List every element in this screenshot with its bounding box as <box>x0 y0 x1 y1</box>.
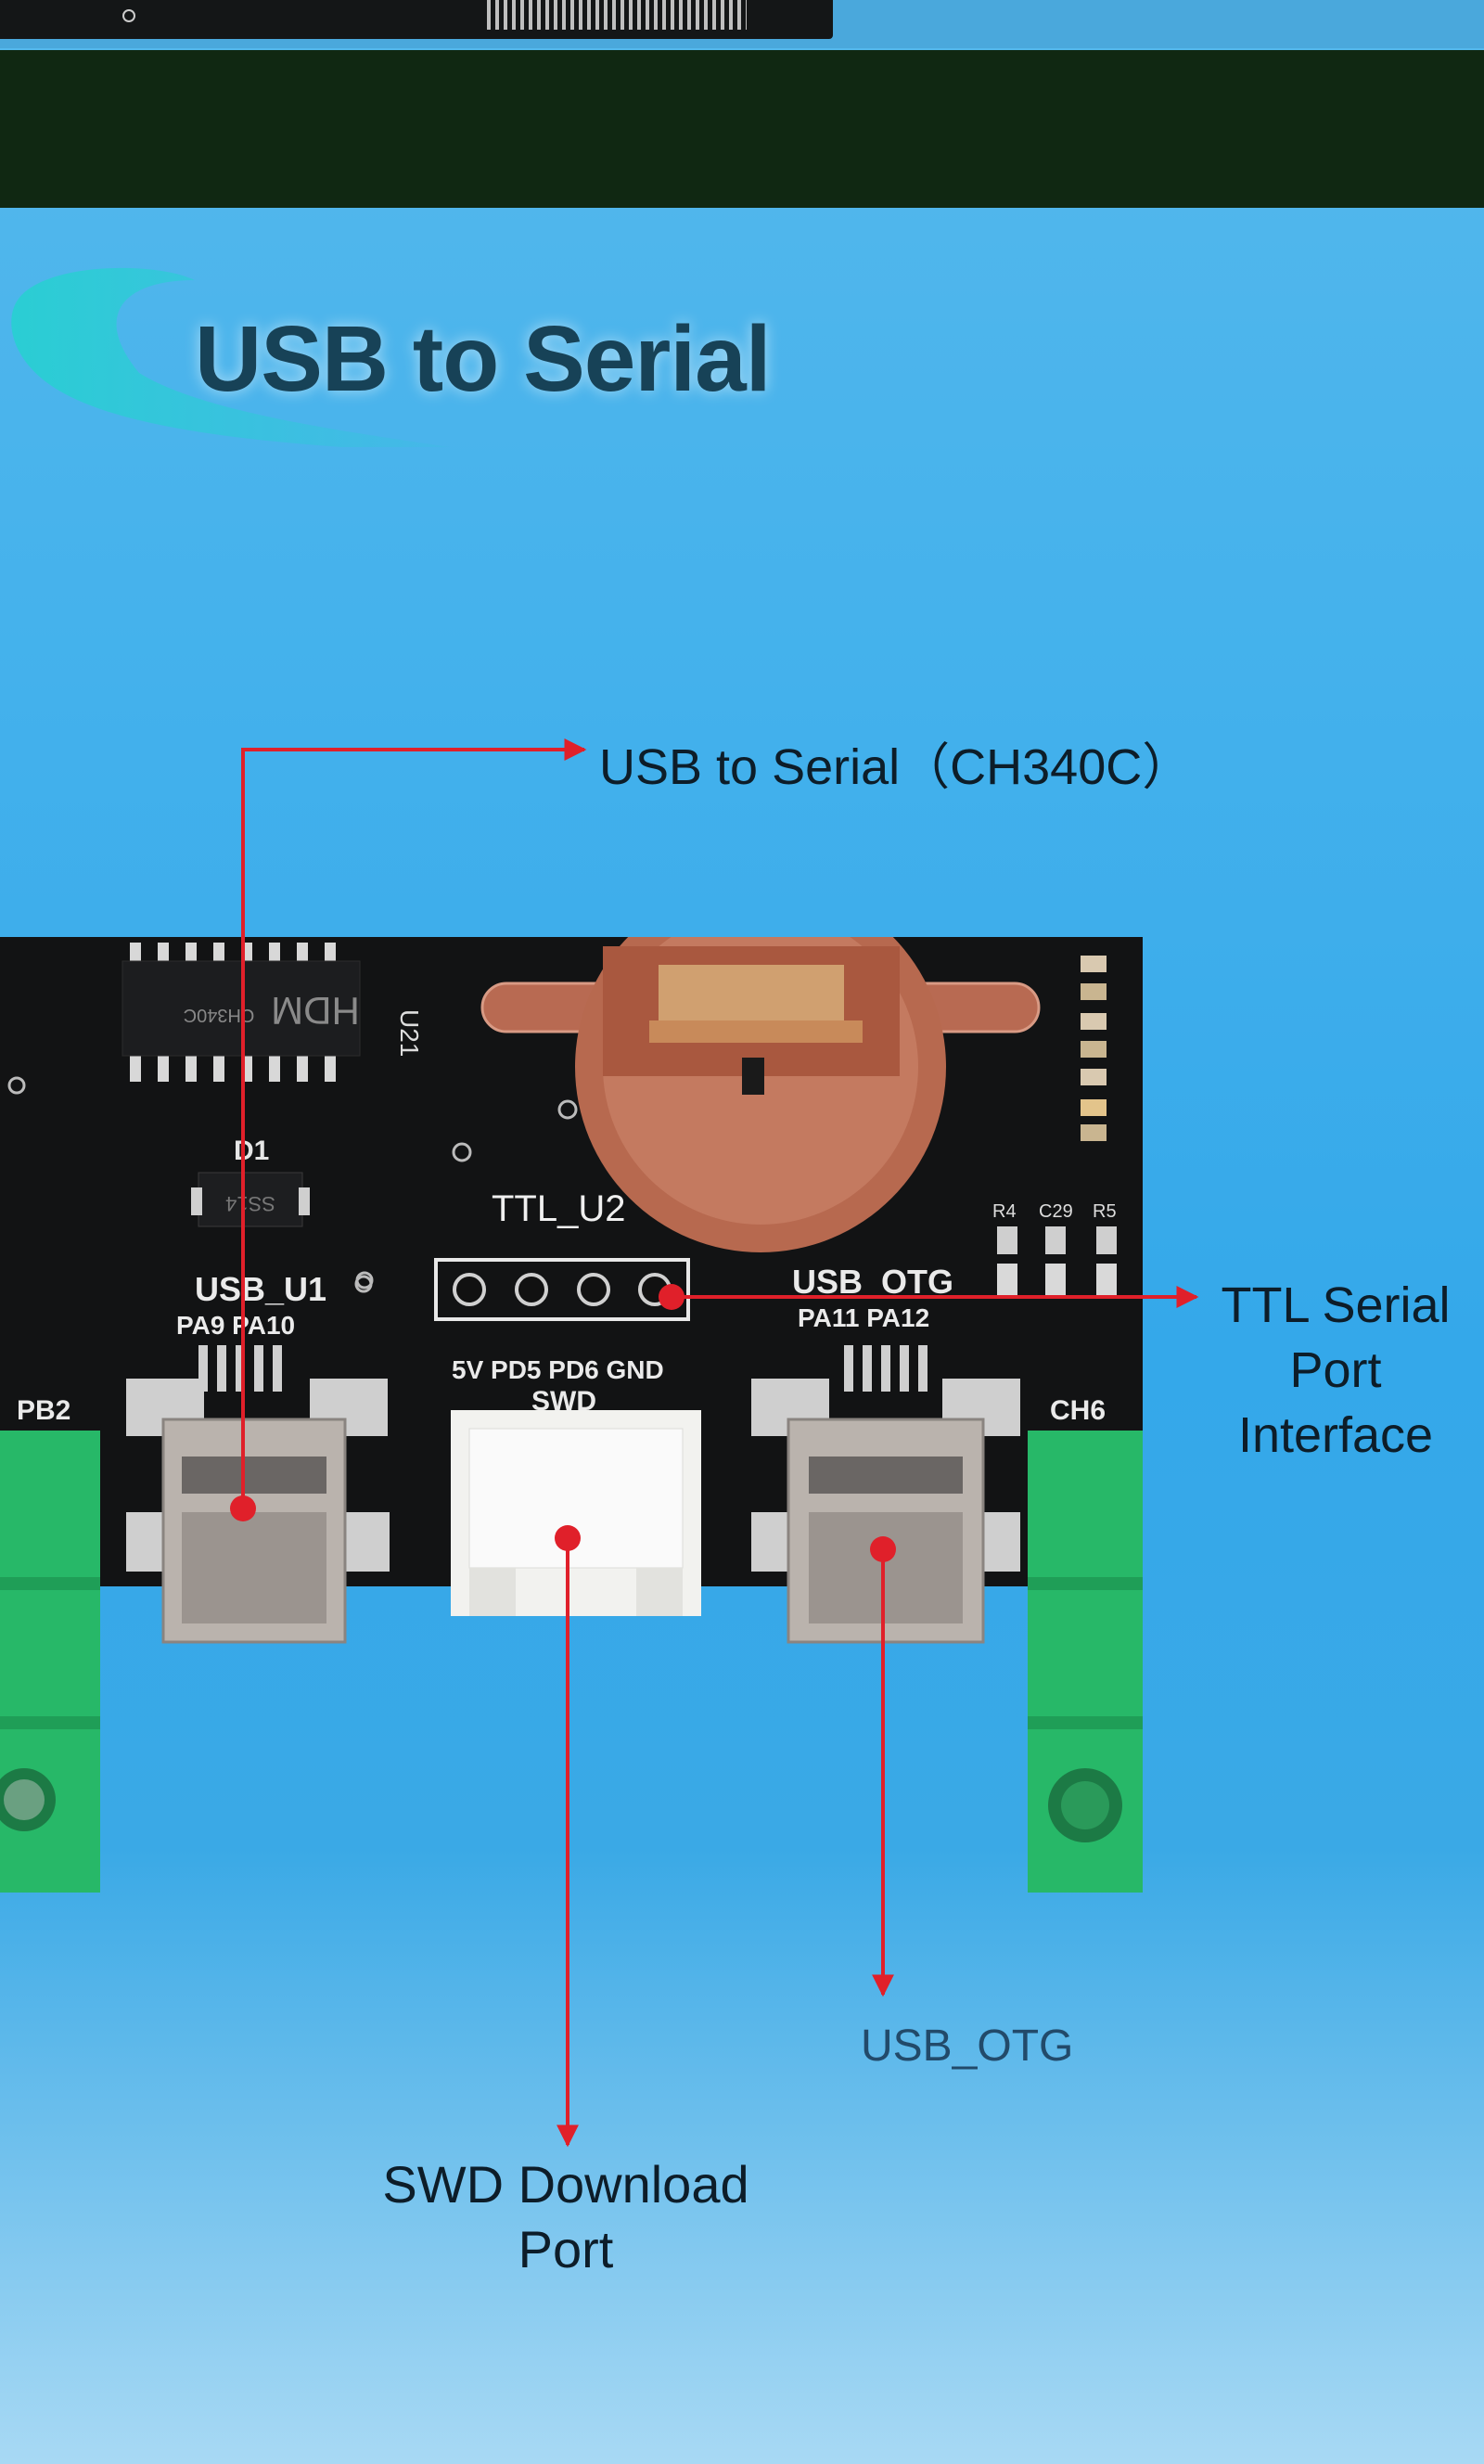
diode-ref: D1 <box>234 1136 269 1166</box>
chip-label: CH340C <box>184 1005 255 1025</box>
r4-label: R4 <box>992 1201 1017 1222</box>
dark-divider-band <box>0 50 1484 208</box>
smd-components-right: R4 C29 R5 <box>992 956 1117 1297</box>
chip-brand: HDM <box>271 989 360 1033</box>
usb-u1-label: USB_U1 <box>195 1270 326 1308</box>
callout-swd-download-port: SWD Download Port <box>382 2155 749 2278</box>
pcb-board-photo: CH340C HDM U21 D1 SS14 R4 C29 R5 TTL_U <box>0 937 1143 1893</box>
ttl-header-label: TTL_U2 <box>492 1188 626 1229</box>
c29-label: C29 <box>1039 1201 1073 1222</box>
diode-part: SS14 <box>225 1192 275 1215</box>
callout-ttl-serial-port: TTL Serial Port Interface <box>1221 1277 1451 1463</box>
right-terminal-label: CH6 <box>1050 1395 1106 1426</box>
left-terminal-block <box>0 1431 100 1893</box>
section-title: USB to Serial <box>195 307 771 411</box>
callout-usb-to-serial: USB to Serial（CH340C） <box>599 739 1193 795</box>
usb-serial-callout-line <box>241 738 587 1508</box>
left-terminal-label: PB2 <box>17 1395 70 1426</box>
ttl-pin-labels: 5V PD5 PD6 GND <box>452 1355 664 1384</box>
usb-otg-marker <box>870 1536 896 1562</box>
swd-marker <box>555 1525 581 1551</box>
top-board-edge <box>0 0 833 39</box>
usb-u1-connector <box>126 1345 390 1644</box>
right-terminal-block <box>1028 1431 1143 1893</box>
coin-cell-holder <box>480 937 1041 1252</box>
usb-serial-marker <box>230 1495 256 1521</box>
ttl-marker <box>659 1284 684 1310</box>
title-swoosh-decoration <box>11 267 451 447</box>
mounting-hole <box>122 9 135 22</box>
usb-u1-pins: PA9 PA10 <box>176 1311 295 1340</box>
usb-otg-connector <box>751 1345 1020 1644</box>
pin-header-row <box>487 0 747 30</box>
callout-usb-otg: USB_OTG <box>861 2021 1074 2071</box>
r5-label: R5 <box>1093 1201 1117 1222</box>
usb-otg-board-label: USB_OTG <box>792 1263 953 1301</box>
usb-otg-pins: PA11 PA12 <box>798 1303 929 1332</box>
chip-ref: U21 <box>395 1009 424 1057</box>
